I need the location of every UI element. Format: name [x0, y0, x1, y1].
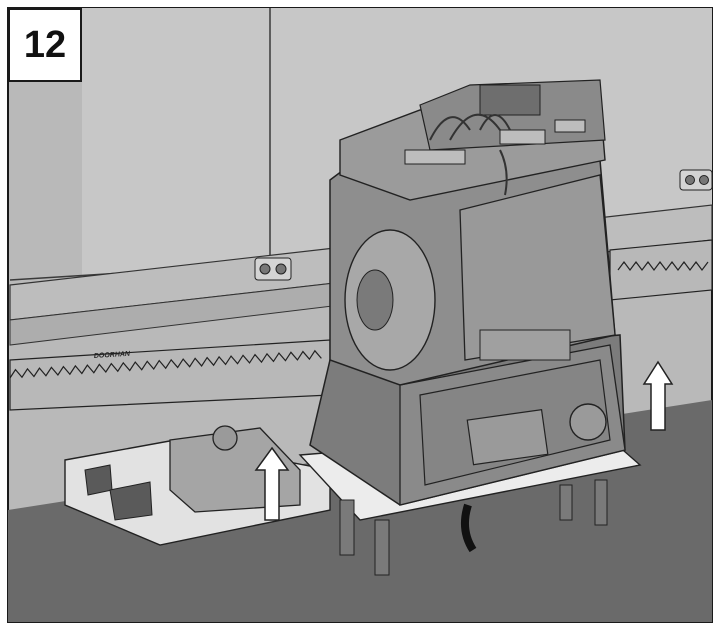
beam-bolts-left — [254, 257, 292, 281]
up-arrow-icon — [642, 360, 674, 431]
step-number-badge: 12 — [8, 8, 82, 82]
step-number: 12 — [23, 23, 67, 66]
brand-label: DOORHAN — [94, 351, 131, 360]
gear-rack-right — [609, 239, 713, 301]
up-arrow-icon — [254, 446, 290, 521]
gate-motor-unit — [298, 79, 642, 576]
beam-bolts-right — [679, 169, 713, 191]
